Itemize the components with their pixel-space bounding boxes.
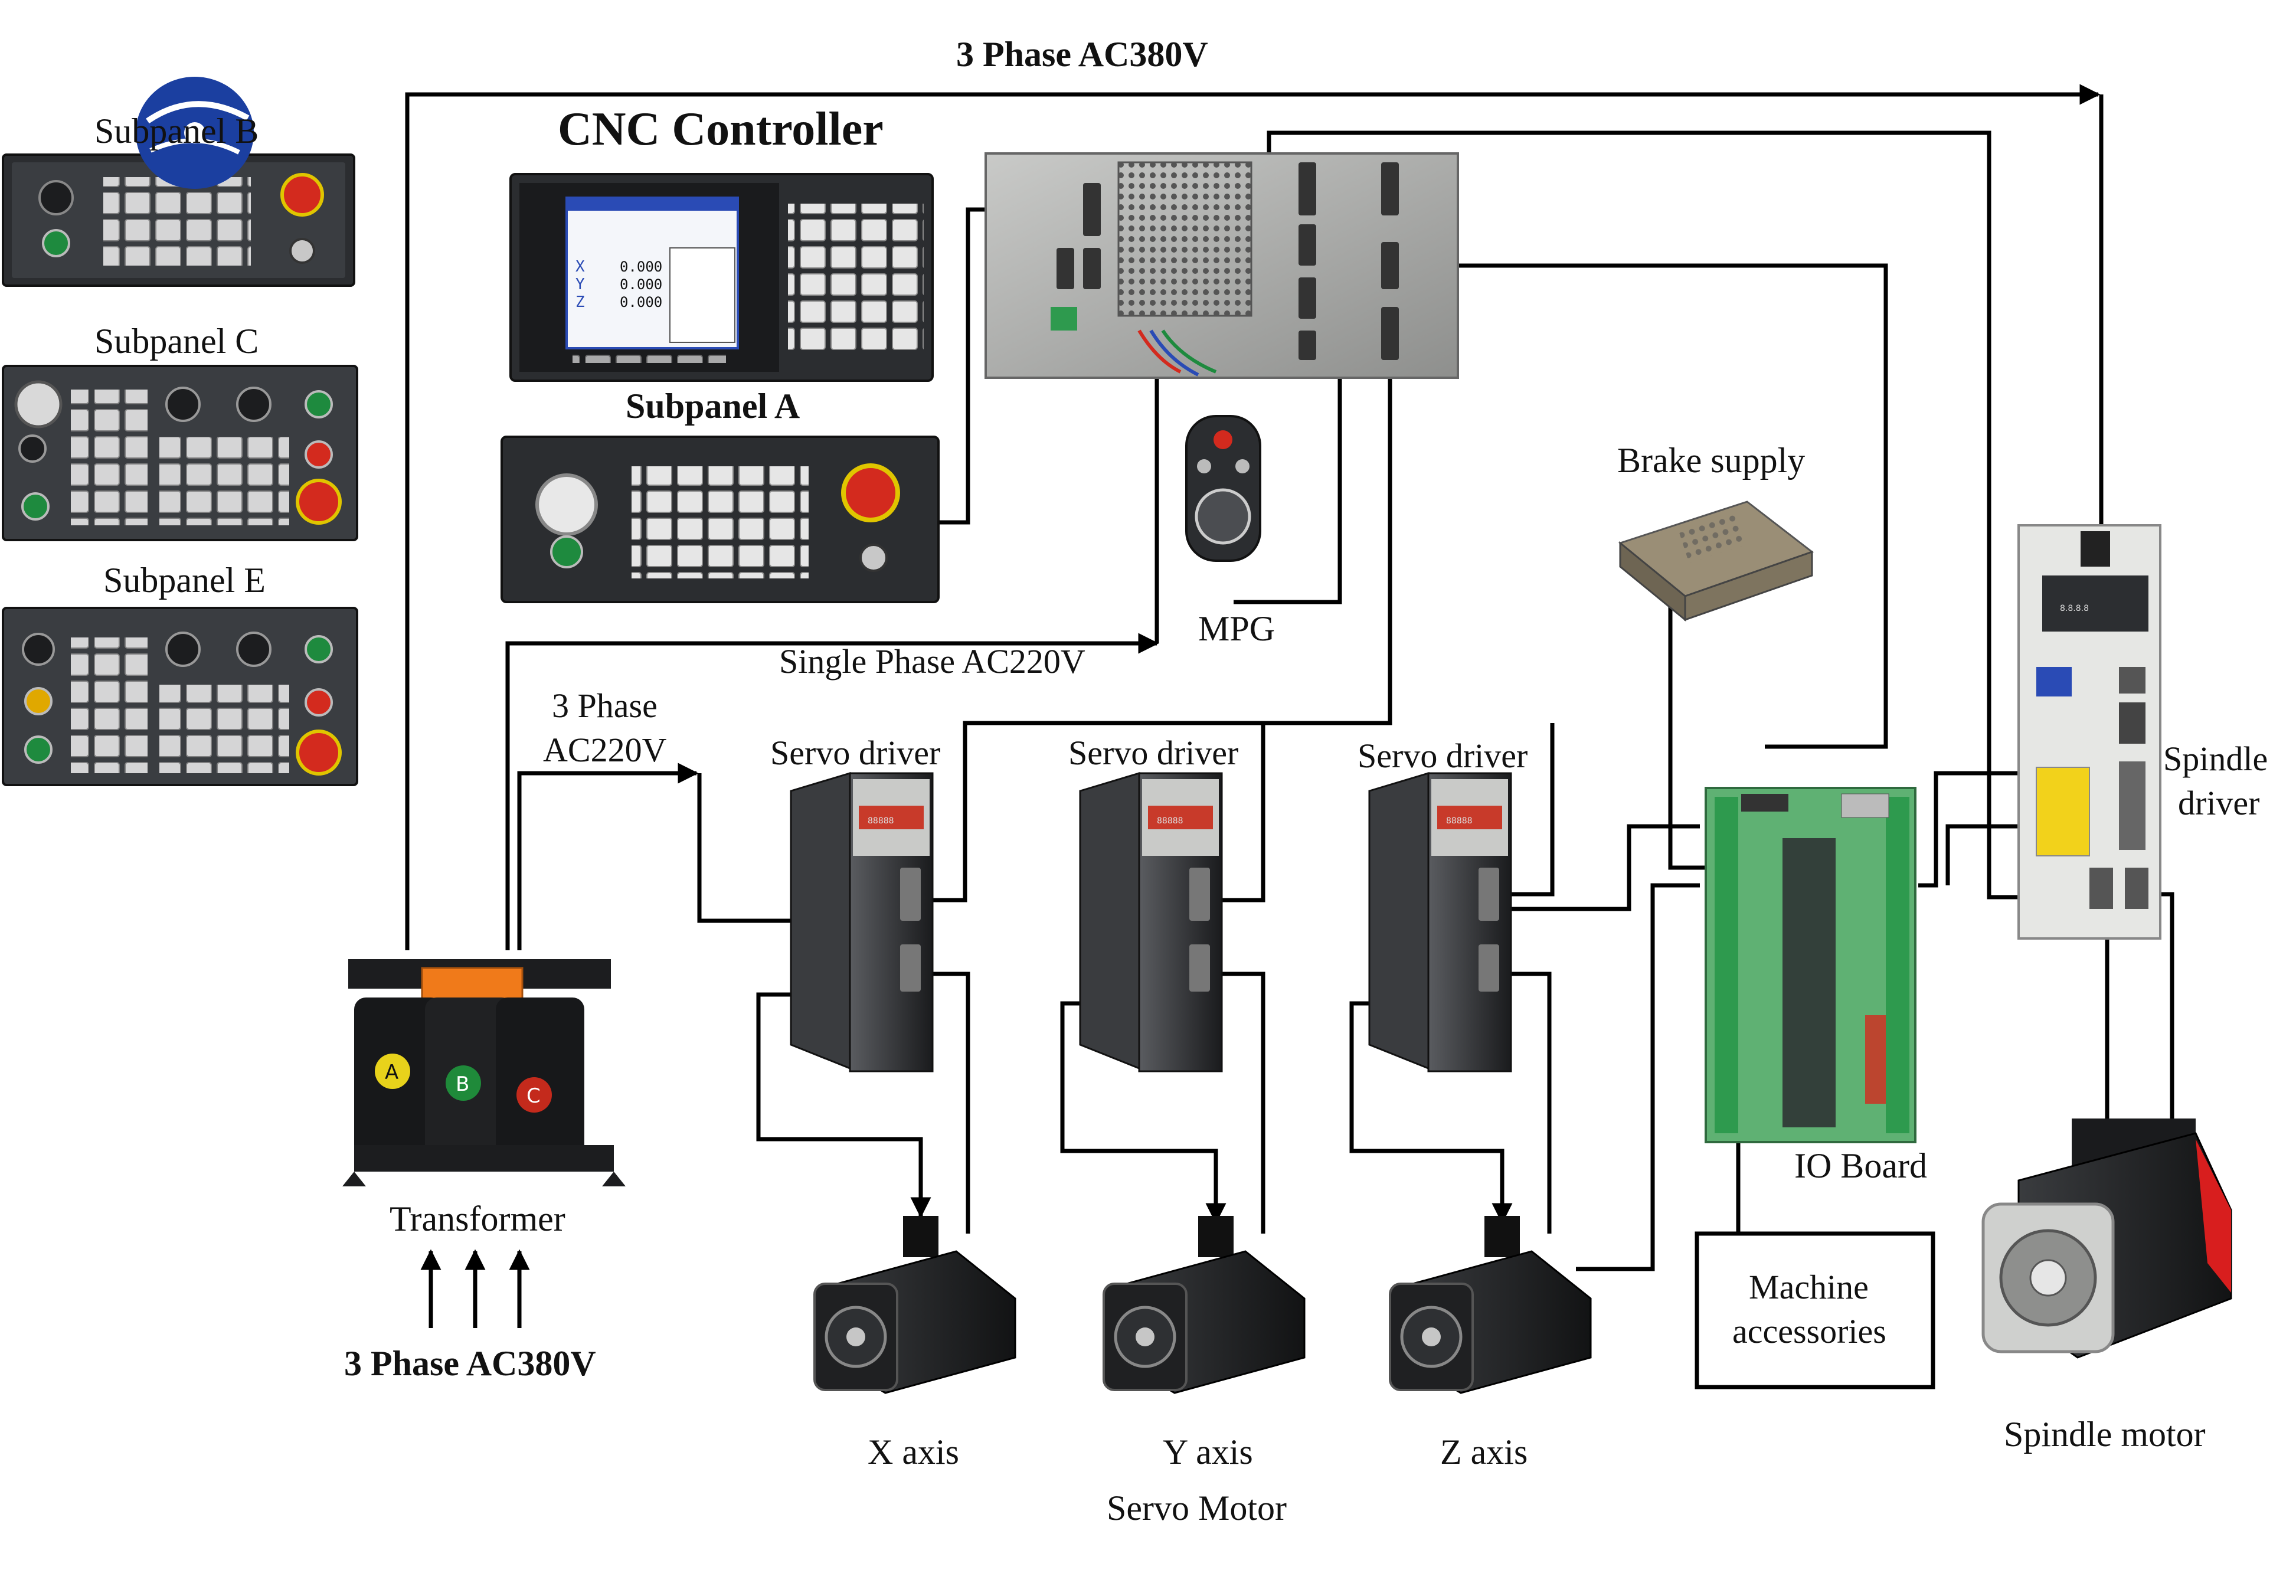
three-phase-ac220-label-line1: 3 Phase: [552, 686, 658, 725]
servo-driver-z-label: Servo driver: [1358, 737, 1528, 775]
screen-x-label: X: [575, 258, 585, 276]
phase-a-text: A: [385, 1061, 398, 1084]
spindle-display: 8.8.8.8: [2060, 604, 2089, 613]
phase-b-text: B: [456, 1072, 469, 1096]
subpanel-a-label: Subpanel A: [626, 387, 800, 426]
io-board-label: IO Board: [1794, 1146, 1927, 1185]
z-axis-label: Z axis: [1440, 1433, 1528, 1471]
spindle-driver-label-line1: Spindle: [2163, 740, 2268, 778]
subpanel-b-label: Subpanel B: [94, 112, 259, 151]
screen-y-value: 0.000: [620, 276, 662, 293]
y-axis-label: Y axis: [1163, 1433, 1253, 1471]
wire-ctrl-io: [1387, 263, 1888, 749]
spindle-driver-unit: 8.8.8.8: [2017, 524, 2161, 940]
machine-accessories-label-line2: accessories: [1732, 1312, 1886, 1350]
phase-c-text: C: [526, 1084, 541, 1108]
mpg-handwheel: [1185, 415, 1261, 562]
servo-driver-z: Servo driver 88888: [1358, 737, 1528, 1072]
cnc-controller-title: CNC Controller: [558, 103, 884, 155]
transformer-unit: A B C: [342, 959, 626, 1186]
spindle-driver-label-line2: driver: [2178, 784, 2260, 822]
machine-accessories-box: [1695, 1231, 1935, 1389]
wire-ctrl-servo: [897, 360, 1392, 902]
phase-a-badge: [375, 1054, 410, 1089]
mpg-label: MPG: [1198, 609, 1275, 648]
servo-driver-y-label: Servo driver: [1068, 734, 1238, 772]
io-board: [1705, 787, 1916, 1143]
screen-z-label: Z: [575, 293, 585, 311]
servo-driver-x: Servo driver 88888: [770, 734, 940, 1072]
subpanel-a: [501, 436, 940, 603]
wire-single-phase: [505, 633, 1159, 950]
controller-keypad: [788, 204, 924, 354]
wires: [405, 84, 2174, 1328]
spindle-motor-unit: [1981, 1118, 2232, 1359]
wire-z-brake: [1576, 883, 1700, 1271]
brake-supply-label: Brake supply: [1617, 441, 1805, 480]
machine-accessories-label-line1: Machine: [1749, 1268, 1869, 1306]
x-axis-label: X axis: [868, 1433, 959, 1471]
spindle-motor-label: Spindle motor: [2004, 1415, 2206, 1454]
phase-c-badge: [516, 1077, 552, 1113]
wire-servo-x-motor: [756, 992, 931, 1218]
wire-ac380-top: [405, 84, 2101, 950]
servo-motor-label: Servo Motor: [1107, 1489, 1287, 1528]
screen-z-value: 0.000: [620, 294, 662, 310]
servo-driver-x-label: Servo driver: [770, 734, 940, 772]
cnc-controller-unit: X 0.000 Y 0.000 Z 0.000: [509, 173, 934, 382]
single-phase-label: Single Phase AC220V: [779, 642, 1085, 681]
screen-x-value: 0.000: [620, 259, 662, 275]
controller-back-unit: [985, 152, 1459, 379]
servo-z-display: 88888: [1446, 816, 1473, 826]
servo-motor-z: [1389, 1216, 1592, 1394]
three-phase-ac220-label-line2: AC220V: [543, 731, 667, 769]
screen-y-label: Y: [575, 276, 585, 293]
subpanel-b: [2, 153, 355, 287]
servo-y-display: 88888: [1157, 816, 1183, 826]
servo-x-display: 88888: [868, 816, 894, 826]
subpanel-e-label: Subpanel E: [103, 561, 266, 600]
subpanel-c-label: Subpanel C: [94, 322, 259, 361]
wire-3ph-ac220: [517, 763, 699, 950]
subpanel-c: [2, 365, 358, 541]
servo-motor-x: [813, 1216, 1016, 1394]
brake-supply-unit: [1618, 501, 1814, 622]
brand-logo-icon: [136, 77, 254, 189]
servo-motor-y: [1103, 1216, 1306, 1394]
power-bottom-label: 3 Phase AC380V: [344, 1344, 596, 1383]
subpanel-e: [2, 607, 358, 786]
power-top-label: 3 Phase AC380V: [956, 35, 1208, 74]
phase-b-badge: [446, 1065, 481, 1101]
wire-z-io: [1484, 824, 1700, 911]
transformer-label: Transformer: [390, 1199, 565, 1238]
servo-driver-y: Servo driver 88888: [1068, 734, 1238, 1072]
